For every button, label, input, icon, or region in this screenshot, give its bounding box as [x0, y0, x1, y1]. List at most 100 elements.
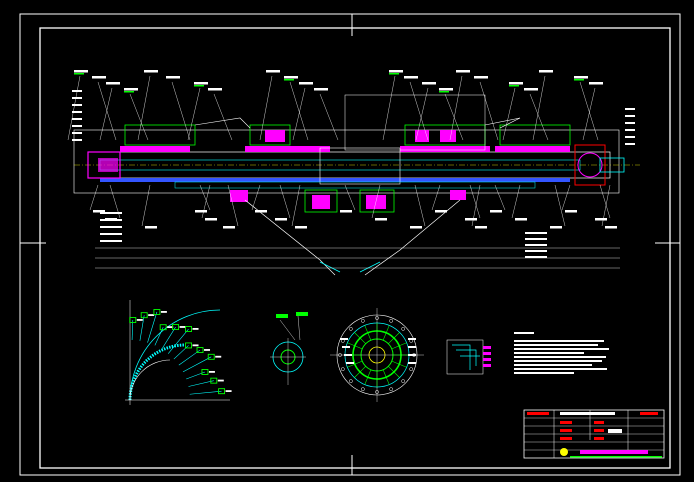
- bolt-label: [225, 390, 232, 392]
- schematic-frame: [446, 339, 484, 375]
- callout-label-top: [389, 70, 403, 73]
- bolt-head: [185, 342, 192, 349]
- notes-line: [514, 340, 604, 342]
- callout-sub-top: [439, 91, 449, 93]
- drawing-frame: [19, 13, 681, 476]
- title-tag-red-7: [594, 437, 604, 440]
- gear-spoke: [391, 342, 407, 350]
- hatch-band-far-right: [495, 146, 570, 152]
- callout-label-top: [314, 88, 328, 91]
- leader-top: [532, 75, 546, 141]
- gear-bolt-hole: [375, 390, 379, 394]
- callout-label-bottom: [595, 218, 607, 221]
- bolt-head: [201, 369, 209, 375]
- hatch-band-left: [120, 146, 190, 152]
- company-logo: [560, 448, 568, 456]
- schematic-lines: [452, 344, 480, 370]
- bolt-stem: [131, 320, 134, 341]
- quarter-arc-teeth: [128, 343, 186, 401]
- callout-label-top: [574, 76, 588, 79]
- housing-4: [499, 124, 571, 146]
- callout-label-bottom: [223, 226, 235, 229]
- central-block: [319, 147, 401, 185]
- callout-label-top: [166, 76, 180, 79]
- title-tag-red-8: [560, 437, 572, 440]
- quarter-bolts: [129, 309, 232, 395]
- callout-label-top: [208, 88, 222, 91]
- side-label-left: [72, 118, 82, 120]
- bolt-stem: [188, 380, 214, 387]
- gear-callout: [408, 338, 416, 340]
- housing-2: [249, 124, 291, 146]
- gear-bolt-hole: [401, 326, 406, 331]
- callout-label-top: [144, 70, 158, 73]
- schematic-tag-3: [483, 358, 491, 361]
- bolt-stem: [178, 349, 201, 366]
- callout-label-top: [439, 88, 453, 91]
- gear-spoke: [364, 369, 372, 385]
- gear-spoke: [382, 325, 390, 341]
- leader-top: [171, 81, 191, 141]
- gear-callout: [408, 346, 416, 348]
- notes-line: [514, 356, 606, 358]
- gear-bolt-hole: [338, 353, 342, 357]
- schematic-tag-2: [483, 352, 491, 355]
- side-label-right: [625, 122, 635, 124]
- gear-bolt-hole: [401, 379, 406, 384]
- title-tag-red-2: [640, 412, 658, 415]
- gear-spoke: [391, 360, 407, 368]
- leader-top: [449, 75, 463, 141]
- right-hub: [574, 144, 606, 186]
- title-tag-red-1: [527, 412, 549, 415]
- gear-bolt-hole: [389, 318, 394, 323]
- callout-sub-top: [284, 79, 294, 81]
- callout-label-top: [106, 82, 120, 85]
- leader-top: [444, 93, 464, 141]
- gear-callout: [346, 362, 354, 364]
- leader-bottom: [561, 184, 571, 211]
- bolt-label: [192, 328, 199, 330]
- left-table-row: [100, 233, 122, 235]
- gear-spoke: [354, 332, 366, 344]
- gear-callout: [342, 346, 350, 348]
- callout-label-bottom: [275, 218, 287, 221]
- right-flange: [577, 152, 603, 178]
- callout-label-bottom: [375, 218, 387, 221]
- side-label-left: [72, 97, 82, 99]
- right-table-row: [525, 238, 547, 240]
- section-outline: [73, 129, 620, 194]
- callout-label-bottom: [93, 210, 105, 213]
- lower-gear-1: [304, 189, 338, 213]
- leader-bottom: [251, 184, 261, 211]
- gear-spoke: [388, 332, 400, 344]
- notes-line: [514, 344, 598, 346]
- side-label-left: [72, 139, 82, 141]
- leader-bottom: [471, 184, 481, 227]
- bearing-3: [440, 130, 456, 142]
- callout-label-top: [539, 70, 553, 73]
- leader-bottom: [511, 184, 521, 219]
- bolt-head: [129, 317, 137, 323]
- callout-label-bottom: [145, 226, 157, 229]
- bolt-label: [136, 319, 143, 321]
- title-tag-white-2: [608, 429, 622, 433]
- quarter-arc-inner: [129, 359, 171, 401]
- callout-label-bottom: [475, 226, 487, 229]
- left-table-row: [100, 240, 122, 242]
- leader-bottom: [141, 184, 151, 227]
- bolt-stem: [154, 327, 164, 346]
- notes-heading: [514, 332, 534, 334]
- leader-top: [579, 81, 599, 141]
- title-tag-red-4: [560, 429, 572, 432]
- callout-label-bottom: [195, 210, 207, 213]
- right-table-row: [525, 232, 547, 234]
- leader-bottom: [227, 184, 239, 227]
- bolt-stem: [173, 345, 189, 360]
- bolt-head: [207, 353, 215, 360]
- leader-top: [409, 81, 429, 141]
- leader-top: [319, 93, 339, 141]
- detail-tag-1: [276, 314, 288, 318]
- lever-left: [244, 199, 336, 276]
- leader-bottom: [601, 184, 611, 227]
